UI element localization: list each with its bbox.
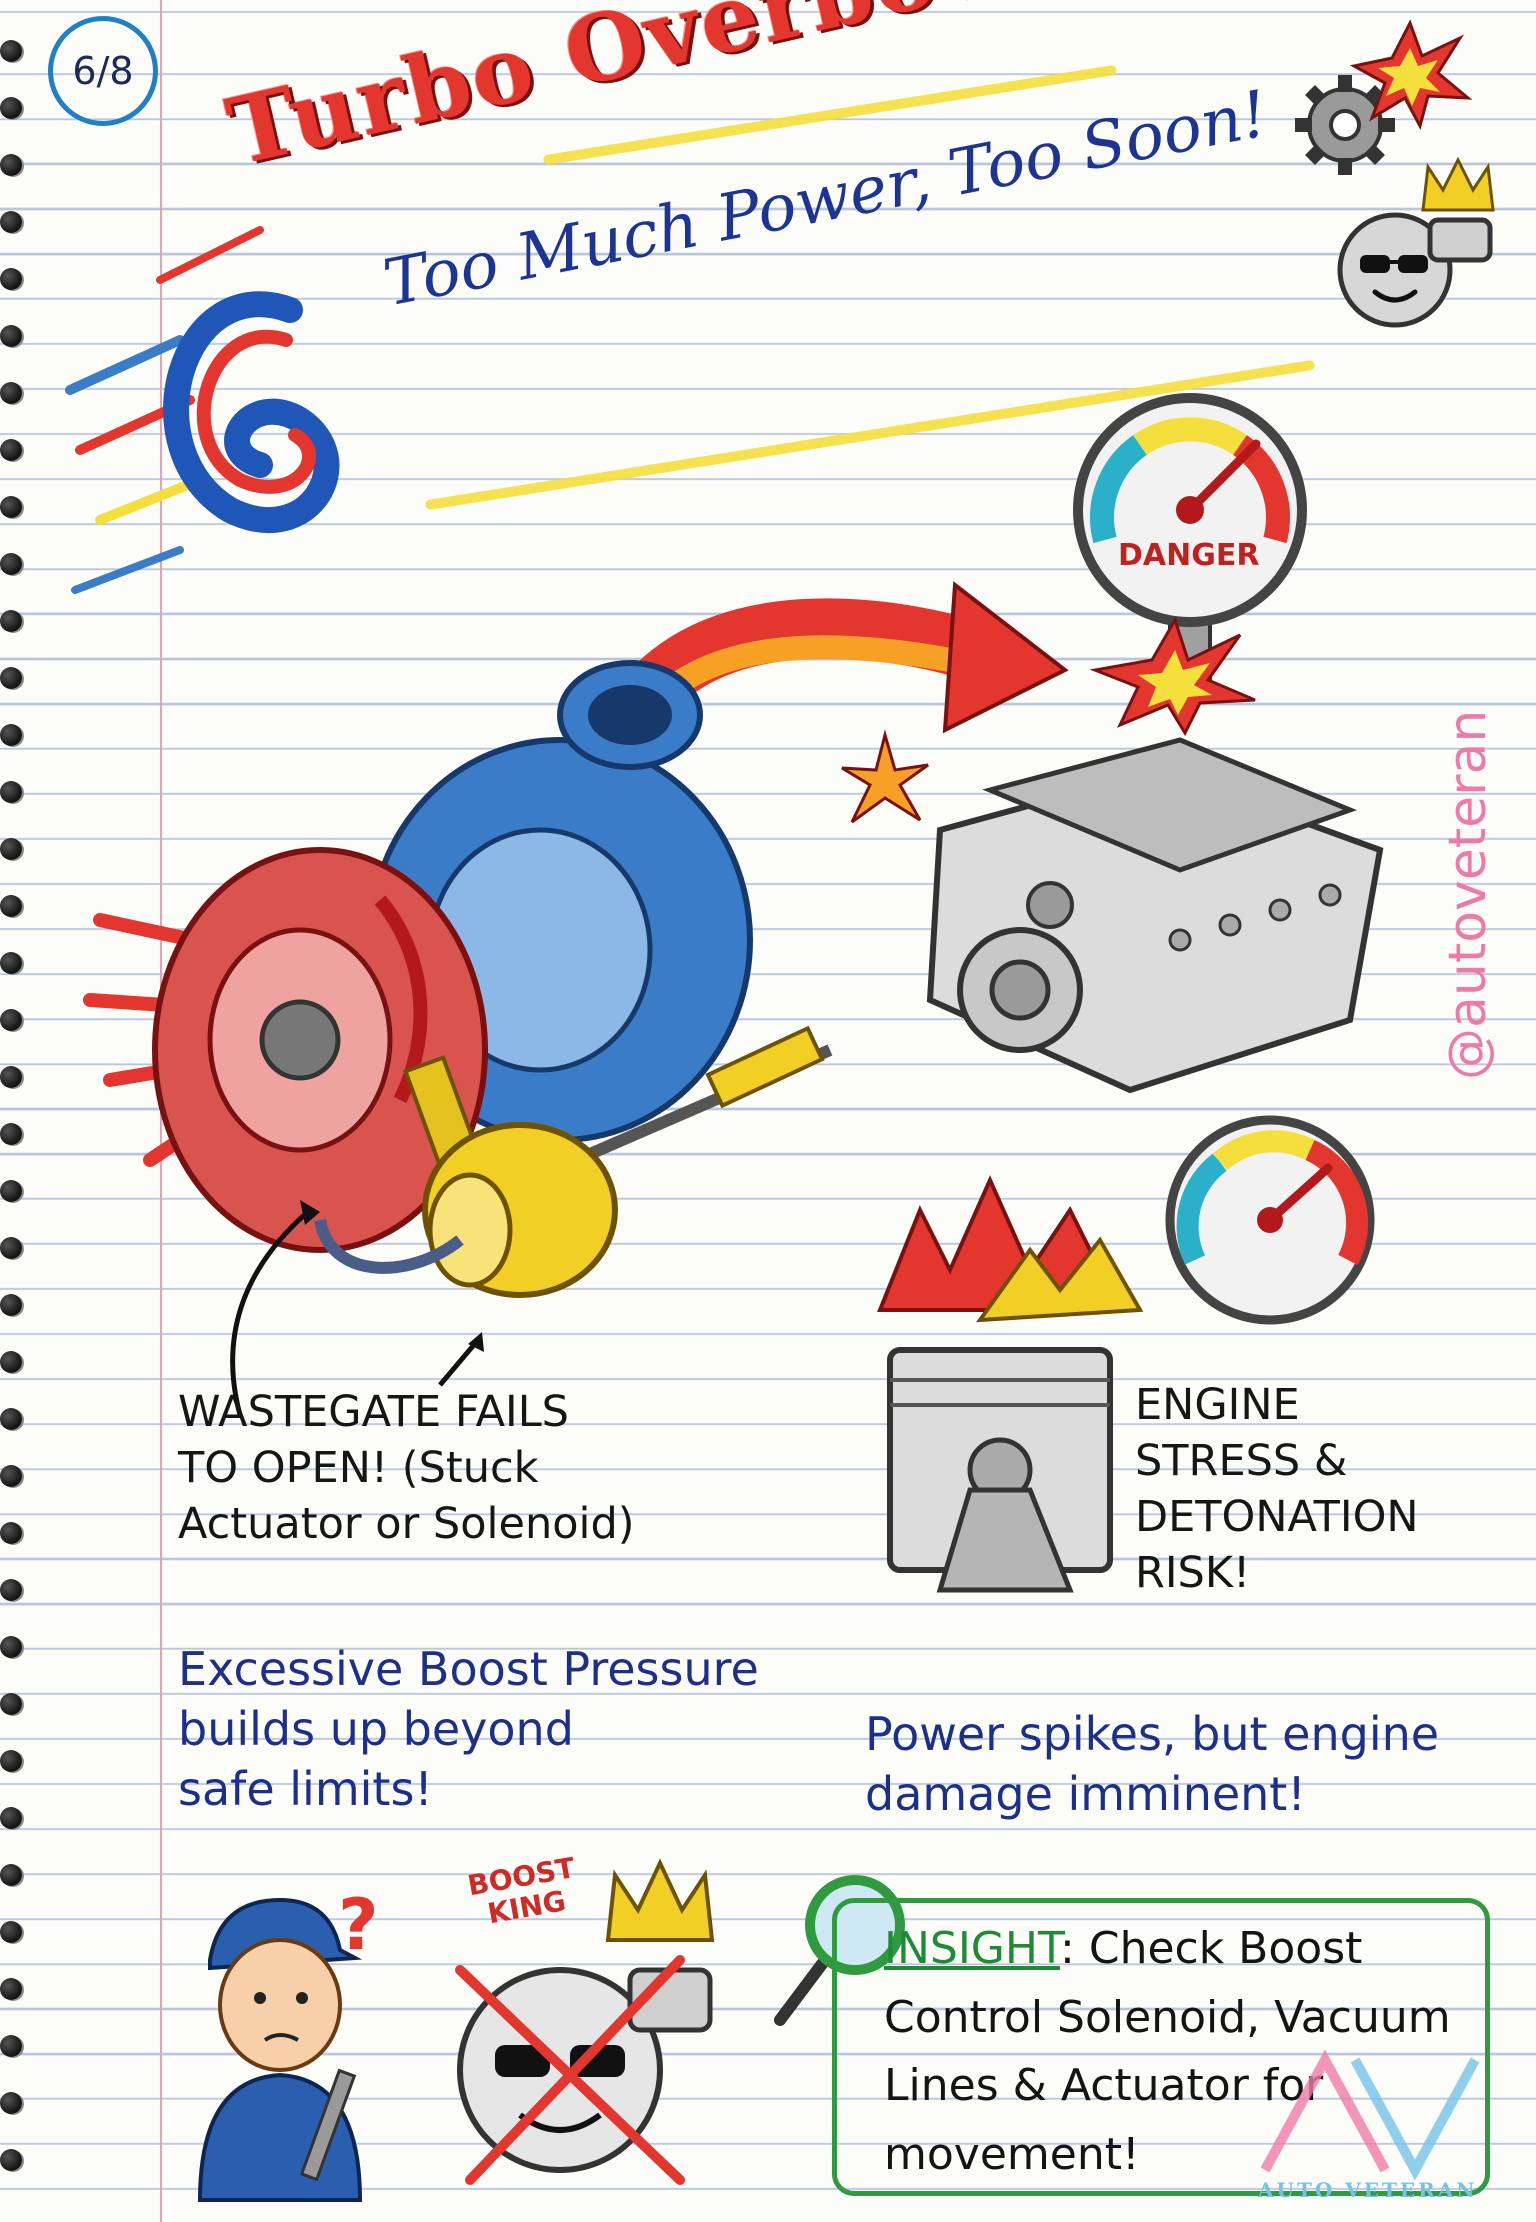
- binding-ring: [0, 211, 22, 233]
- pointer-arrow-icon: [230, 1200, 320, 1416]
- pointer-arrow-icon: [438, 1332, 484, 1387]
- binding-ring: [0, 1807, 22, 1829]
- turbo-face-icon: [455, 1955, 713, 2185]
- spiral-icon: [65, 226, 340, 594]
- binding-ring: [0, 781, 22, 803]
- wastegate-note: WASTEGATE FAILS TO OPEN! (Stuck Actuator…: [178, 1387, 635, 1549]
- gauge-danger-label: DANGER: [1118, 538, 1260, 573]
- turbocharger-illustration: [83, 660, 833, 1298]
- binding-ring: [0, 154, 22, 176]
- binding-ring: [0, 952, 22, 974]
- binding-ring: [0, 2035, 22, 2057]
- binding-ring: [0, 1921, 22, 1943]
- power-spikes-note: Power spikes, but engine damage imminent…: [865, 1707, 1440, 1821]
- turbo-face-icon: [1337, 212, 1493, 328]
- binding-ring: [0, 1636, 22, 1658]
- binding-ring: [0, 268, 22, 290]
- spark-icon: [841, 729, 929, 824]
- binding-ring: [0, 1237, 22, 1259]
- binding-ring: [0, 325, 22, 347]
- binding-ring: [0, 1351, 22, 1373]
- binding-ring: [0, 1579, 22, 1601]
- binding-ring: [0, 895, 22, 917]
- binding-ring: [0, 1750, 22, 1772]
- binding-ring: [0, 1408, 22, 1430]
- binding-ring: [0, 2092, 22, 2114]
- crown-icon: [605, 1858, 715, 1942]
- binding-ring: [0, 1864, 22, 1886]
- insight-text: INSIGHT: Check Boost Control Solenoid, V…: [884, 1915, 1484, 2190]
- binding-ring: [0, 1465, 22, 1487]
- binding-ring: [0, 553, 22, 575]
- binding-ring: [0, 1180, 22, 1202]
- insight-body: : Check Boost Control Solenoid, Vacuum L…: [884, 1923, 1451, 2180]
- page-number: 6/8: [48, 16, 158, 126]
- binding-ring: [0, 40, 22, 62]
- binding-ring: [0, 2149, 22, 2171]
- binding-ring: [0, 667, 22, 689]
- pressure-gauge-icon: [1165, 1115, 1375, 1325]
- insight-box: [832, 1898, 1490, 2196]
- boost-pressure-note: Excessive Boost Pressure builds up beyon…: [178, 1642, 759, 1816]
- engine-stress-note: ENGINE STRESS & DETONATION RISK!: [1135, 1380, 1419, 1598]
- binding-ring: [0, 97, 22, 119]
- engine-block-illustration: [926, 737, 1384, 1094]
- binding-ring: [0, 496, 22, 518]
- watermark-text: AUTO VETERAN: [1258, 2178, 1478, 2202]
- binding-ring: [0, 1693, 22, 1715]
- watermark-logo: [1260, 2049, 1480, 2181]
- gear-icon: [1295, 75, 1395, 175]
- binding-ring: [0, 610, 22, 632]
- insight-label: INSIGHT: [884, 1923, 1061, 1974]
- binding-ring: [0, 1978, 22, 2000]
- explosion-icon: [1349, 19, 1473, 131]
- binding-ring: [0, 724, 22, 746]
- binding-ring: [0, 382, 22, 404]
- binding-ring: [0, 1066, 22, 1088]
- social-handle: @autoveteran: [1438, 709, 1498, 1080]
- binding-ring: [0, 439, 22, 461]
- piston-illustration: [877, 1175, 1144, 1593]
- binding-ring: [0, 1009, 22, 1031]
- binding-ring: [0, 838, 22, 860]
- question-mark-icon: ?: [338, 1884, 379, 1966]
- binding-ring: [0, 1123, 22, 1145]
- explosion-icon: [1089, 616, 1256, 737]
- binding-ring: [0, 1522, 22, 1544]
- mechanic-icon: [197, 1897, 363, 2202]
- crown-icon: [1421, 156, 1495, 212]
- binding-ring: [0, 1294, 22, 1316]
